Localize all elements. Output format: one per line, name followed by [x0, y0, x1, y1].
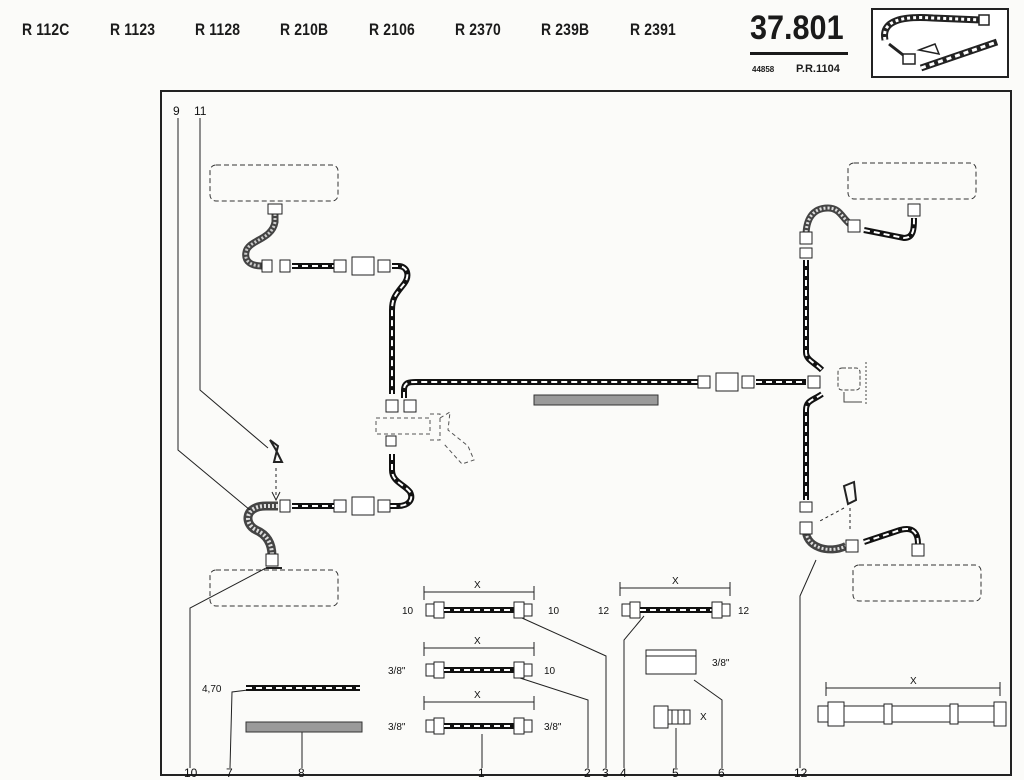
rear-right-wheel-outline: [852, 564, 982, 602]
rear-left-hose-circuit: [243, 439, 415, 569]
reference-block: 37.801 44858 P.R.1104: [750, 9, 850, 75]
hose-thumbnail: [871, 8, 1009, 78]
model-code: R 1128: [195, 20, 241, 39]
component-4: [619, 582, 731, 619]
callout-3: 3: [602, 766, 609, 780]
dim-10: 10: [548, 606, 560, 617]
diagram-frame: [160, 90, 1012, 776]
hose-sample-bar: [533, 394, 659, 406]
dim-3-8: 3/8": [388, 722, 406, 733]
callout-4: 4: [620, 766, 627, 780]
leader-lines: [177, 118, 817, 769]
brake-compensator: [837, 362, 867, 404]
dim-x: X: [700, 712, 707, 723]
model-code: R 2391: [629, 20, 676, 39]
dim-4-70: 4,70: [202, 684, 222, 695]
callout-6: 6: [718, 766, 725, 780]
callout-2: 2: [584, 766, 591, 780]
callout-12: 12: [794, 766, 808, 780]
component-2: [423, 642, 535, 679]
dim-x: X: [672, 576, 679, 587]
callout-1: 1: [478, 766, 485, 780]
component-8: [245, 721, 363, 733]
model-code: R 2106: [368, 20, 415, 39]
component-5: [653, 705, 691, 729]
dim-x: X: [474, 580, 481, 591]
dim-12: 12: [598, 606, 610, 617]
divider: [750, 52, 848, 55]
rear-left-wheel-outline: [209, 569, 339, 607]
front-right-hose-circuit: [799, 203, 921, 373]
model-code: R 1123: [109, 20, 156, 39]
dim-x: X: [474, 636, 481, 647]
callout-8: 8: [298, 766, 305, 780]
callout-5: 5: [672, 766, 679, 780]
dim-10: 10: [544, 666, 556, 677]
sub-reference: 44858: [752, 65, 775, 74]
rear-right-hose-circuit: [799, 391, 925, 557]
dim-x: X: [910, 676, 917, 687]
model-list: R 112C R 1123 R 1128 R 210B R 2106 R 237…: [22, 20, 716, 40]
dim-10: 10: [402, 606, 414, 617]
model-code: R 2370: [454, 20, 501, 39]
component-12-detail: [817, 682, 1007, 727]
callout-7: 7: [226, 766, 233, 780]
component-3: [423, 586, 535, 619]
callout-11: 11: [194, 104, 207, 118]
hose-thumbnail-icon: [881, 14, 999, 72]
main-brake-line: [401, 372, 821, 406]
front-right-wheel-outline: [847, 162, 977, 200]
callout-9: 9: [173, 104, 180, 118]
model-code: R 239B: [541, 20, 590, 39]
part-reference: P.R.1104: [796, 63, 840, 75]
page-reference: 37.801: [750, 9, 844, 47]
component-6: [645, 649, 697, 675]
dim-12: 12: [738, 606, 750, 617]
callout-10: 10: [184, 766, 198, 780]
dim-3-8: 3/8": [544, 722, 562, 733]
component-1: [423, 696, 535, 735]
front-left-hose-circuit: [242, 203, 411, 394]
master-cylinder: [375, 399, 475, 465]
hose-clip-icon: [842, 480, 858, 506]
dim-3-8: 3/8": [712, 658, 730, 669]
model-code: R 210B: [280, 20, 329, 39]
dim-3-8: 3/8": [388, 666, 406, 677]
dim-x: X: [474, 690, 481, 701]
hose-clip-icon: [269, 439, 284, 463]
front-left-wheel-outline: [209, 164, 339, 202]
model-code: R 112C: [22, 20, 70, 39]
